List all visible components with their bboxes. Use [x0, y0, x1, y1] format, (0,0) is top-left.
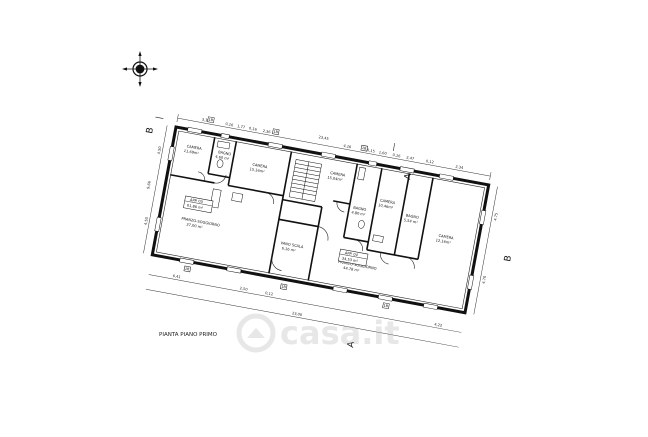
section-marker-b-left: B	[145, 127, 156, 135]
windows	[154, 126, 487, 310]
dim-top: 3,36	[201, 118, 210, 124]
dim-bottom: 6,41	[172, 274, 181, 279]
marker-label: 1B	[281, 285, 287, 290]
apartment-name: APP. 04	[345, 251, 359, 257]
dimension-chain-right: 4,75 4,70	[473, 186, 499, 315]
plan-title: PIANTA PIANO PRIMO	[159, 332, 218, 338]
marker-label: 1B	[208, 118, 214, 123]
stair	[288, 159, 322, 202]
dim-top: 2,36	[262, 129, 271, 135]
room-name: CAMERA	[252, 163, 268, 170]
dim-bottom: 4,22	[434, 322, 443, 327]
dim-bottom: 2,50	[239, 286, 248, 292]
watermark: casa.it	[236, 313, 400, 353]
room-name: VANO SCALA	[280, 241, 304, 249]
room-name: CAMERA	[186, 144, 202, 151]
watermark-text: casa.it	[280, 314, 400, 352]
section-marker-a-top: A	[403, 172, 414, 181]
room-area: 15,16m²	[249, 167, 265, 174]
dim-left: 9,66	[146, 180, 152, 189]
room-name: CAMERA	[330, 171, 346, 178]
room-labels: CAMERA 11,69m² BAGNO 4,60 m² CAMERA 15,1…	[181, 144, 454, 273]
watermark-logo-icon	[236, 313, 276, 353]
doors	[198, 171, 415, 271]
room-area: 4,80 m²	[351, 210, 366, 217]
plan-body: 3,36 0,16 1,77 0,16 2,36 23,45 4,16 0,15…	[143, 114, 499, 348]
dim-top-total: 23,45	[318, 135, 329, 141]
apartment-area: 34,53 m²	[341, 256, 358, 263]
room-area: 12,16m²	[435, 238, 451, 245]
room-name: CAMERA	[380, 198, 396, 205]
apartment-area: 61,86 m²	[187, 203, 204, 210]
room-name: BAGNO	[218, 150, 232, 156]
room-area: 11,69m²	[183, 149, 199, 156]
section-label-a: A	[346, 340, 357, 349]
dim-top: 0,15	[367, 148, 376, 153]
section-label-b: B	[503, 255, 514, 263]
marker-label: 1B	[362, 146, 368, 151]
dimension-chain-top: 3,36 0,16 1,77 0,16 2,36 23,45 4,16 0,15…	[176, 114, 492, 181]
dim-top: 0,12	[426, 159, 435, 164]
dim-top: 2,34	[455, 165, 464, 171]
opening-markers: 1B 1B 1B 1B 1B 1B	[183, 116, 390, 310]
room-area: 4,60 m²	[215, 155, 230, 162]
room-name: PRANZO-SOGGIORNO	[338, 260, 377, 271]
dim-top: 1,77	[237, 124, 246, 129]
dim-top: 0,16	[249, 126, 258, 132]
dim-left: 4,50	[157, 145, 163, 154]
room-name: BAGNO	[405, 213, 419, 219]
dimension-chain-bottom: 6,41 2,50 0,12 23,00 4,22	[145, 274, 462, 348]
room-area: 5,54 m²	[403, 218, 418, 225]
room-area: 27,00 m²	[186, 223, 203, 230]
marker-label: 1B	[185, 267, 191, 272]
dim-left: 4,50	[144, 216, 150, 225]
dimension-chain-left: 4,50 9,66 4,50	[143, 125, 168, 254]
section-label-a: A	[403, 172, 414, 181]
marker-label: 1B	[273, 130, 279, 135]
room-area: 44,78 m²	[343, 266, 360, 273]
compass-icon	[122, 51, 158, 87]
room-area: 10,46m²	[378, 203, 394, 210]
apartment-name: APP. 03	[190, 198, 204, 204]
room-area: 15,04m²	[327, 175, 343, 182]
dim-top: 0,16	[392, 153, 401, 159]
dim-top: 4,16	[343, 144, 352, 150]
dim-top: 0,16	[225, 122, 234, 128]
dim-top: 2,47	[406, 156, 415, 161]
dim-right: 4,70	[482, 275, 488, 284]
room-name: CAMERA	[438, 234, 454, 241]
apartment-label-app-03: APP. 03 61,86 m²	[183, 195, 214, 214]
dim-right: 4,75	[493, 213, 498, 222]
dim-bottom: 0,12	[265, 291, 274, 296]
section-marker-b-right: B	[503, 255, 514, 263]
apartment-label-app-04: APP. 04 34,53 m²	[338, 248, 369, 267]
marker-label: 1B	[383, 304, 389, 309]
dim-bottom-total: 23,00	[292, 311, 304, 317]
room-name: BAGNO	[353, 206, 367, 212]
section-marker-a-bottom: A	[346, 340, 357, 349]
room-area: 6,16 m²	[281, 246, 296, 253]
dim-top: 1,60	[378, 150, 387, 156]
room-name: PRANZO-SOGGIORNO	[181, 217, 220, 228]
section-marks	[155, 116, 396, 152]
section-label-b: B	[145, 127, 156, 135]
